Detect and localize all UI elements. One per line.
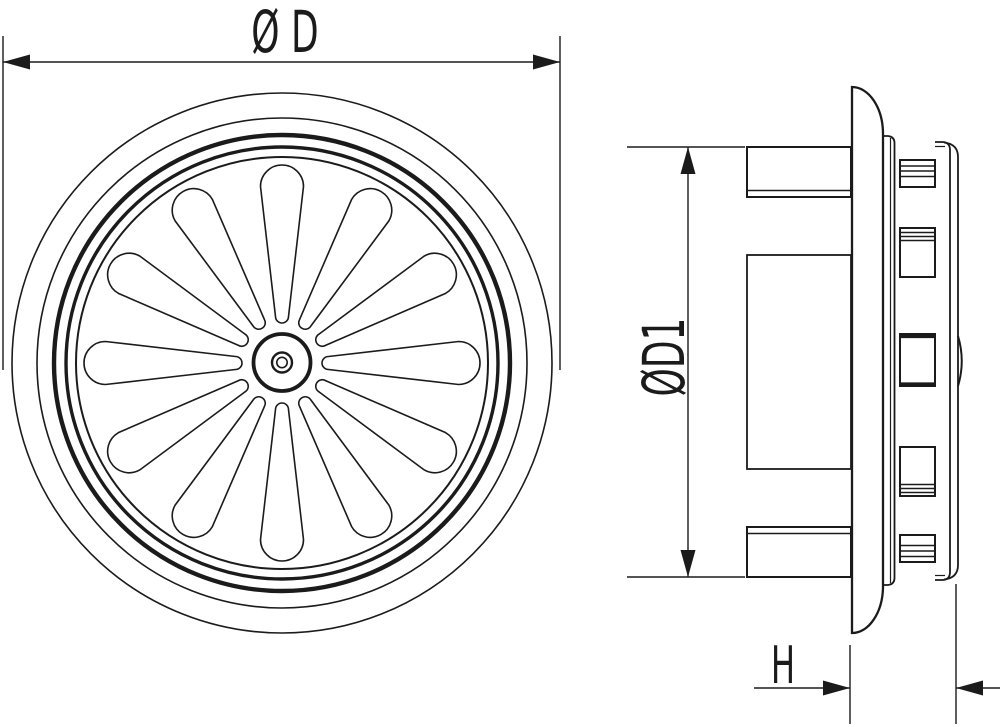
spring-clip-bottom — [899, 534, 936, 563]
collar-ring-outer-circle — [51, 132, 513, 594]
radial-slot — [321, 340, 481, 386]
radial-slot — [297, 187, 393, 330]
hub-circle — [251, 332, 313, 393]
flange-circle — [36, 117, 528, 609]
dim-h-arrow-right — [956, 680, 983, 696]
dim-h-arrow-left — [823, 680, 850, 696]
dimension-depth: H — [754, 584, 1000, 724]
trim-ring-profile — [883, 135, 896, 586]
radial-slot — [259, 402, 305, 562]
radial-slot — [297, 396, 393, 539]
radial-slot — [171, 187, 267, 330]
dim-d-arrow-right — [533, 54, 560, 70]
dim-d1-label: ØD1 — [631, 318, 698, 397]
spring-clip-upper — [899, 227, 936, 278]
dim-d1-arrow-bottom — [680, 550, 696, 577]
collar-ring-inner-circle — [64, 145, 500, 581]
dim-d1-arrow-top — [680, 147, 696, 174]
back-cap-profile — [935, 141, 951, 581]
spring-clip-lower — [899, 446, 936, 497]
inner-body-section — [746, 254, 852, 470]
radial-slot — [83, 340, 243, 386]
radial-slot — [106, 378, 249, 474]
back-shell-profile — [943, 141, 959, 581]
flange-profile — [850, 85, 885, 635]
front-view-slots — [83, 164, 481, 562]
damper-cone-bulge — [957, 335, 963, 387]
radial-slot — [315, 252, 458, 348]
dim-h-label: H — [771, 636, 795, 696]
dim-d-label: Ø D — [251, 0, 318, 66]
dim-d-arrow-left — [3, 54, 30, 70]
collar-bottom-wall — [746, 526, 852, 578]
hub-screw-outer-circle — [270, 351, 294, 374]
hub-screw-inner-circle — [275, 356, 288, 369]
side-view — [746, 85, 963, 635]
spring-clip-middle — [899, 333, 936, 387]
radial-slot — [315, 378, 458, 474]
radial-slot — [106, 252, 249, 348]
radial-slot — [259, 164, 305, 324]
spring-clip-top — [899, 159, 936, 188]
radial-slot — [171, 396, 267, 539]
dimension-outer-diameter: Ø D — [2, 0, 561, 370]
outer-rim-circle — [11, 92, 553, 634]
grille-face-circle — [75, 156, 489, 570]
front-view — [11, 92, 553, 634]
dimension-collar-diameter: ØD1 — [627, 146, 745, 578]
collar-top-wall — [746, 146, 852, 198]
